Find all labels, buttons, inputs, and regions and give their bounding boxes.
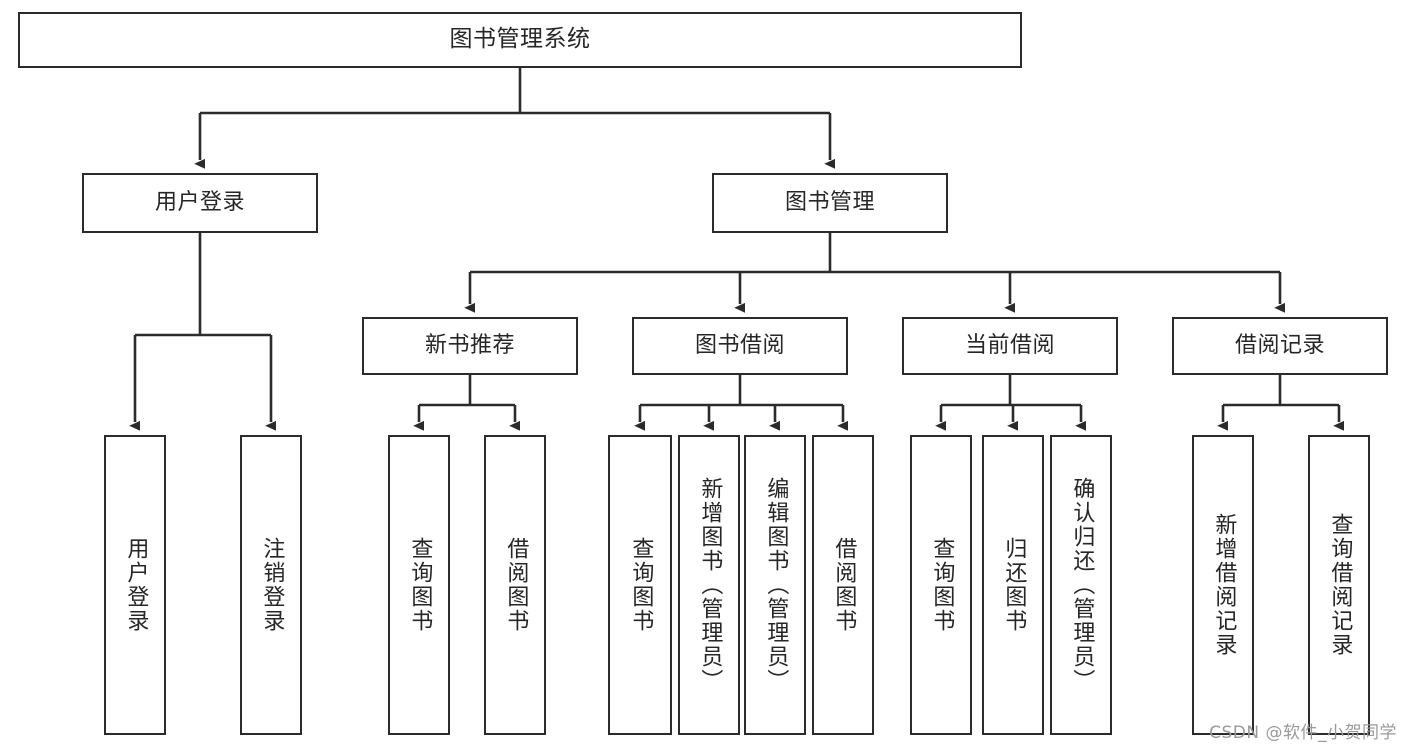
node-leaf-borrow-book[interactable]: 借阅图书 (812, 435, 874, 735)
node-leaf-add-book-admin[interactable]: 新增图书（管理员） (678, 435, 740, 735)
watermark-text: CSDN @软件_小贺同学 (1209, 723, 1397, 743)
node-leaf-borrow-book-label: 借阅图书 (831, 537, 857, 633)
node-leaf-user-login[interactable]: 用户登录 (104, 435, 166, 735)
node-level3-book-borrow[interactable]: 图书借阅 (632, 317, 848, 375)
node-leaf-borrow-book-newbook[interactable]: 借阅图书 (484, 435, 546, 735)
node-leaf-query-book-borrow-label: 查询图书 (628, 537, 654, 633)
node-leaf-user-logout-label: 注销登录 (259, 537, 285, 633)
node-level3-borrow-records-label: 借阅记录 (1234, 332, 1325, 358)
node-leaf-return-book-label: 归还图书 (1001, 537, 1027, 633)
node-root[interactable]: 图书管理系统 (18, 12, 1022, 68)
node-level2-book-management-label: 图书管理 (784, 189, 875, 215)
node-leaf-add-borrow-record-label: 新增借阅记录 (1211, 513, 1237, 657)
node-level3-current-borrow[interactable]: 当前借阅 (902, 317, 1118, 375)
node-leaf-user-login-label: 用户登录 (123, 537, 149, 633)
node-level3-book-borrow-label: 图书借阅 (694, 332, 785, 358)
node-leaf-query-book-current[interactable]: 查询图书 (910, 435, 972, 735)
node-leaf-query-book-newbook[interactable]: 查询图书 (388, 435, 450, 735)
node-level2-book-management[interactable]: 图书管理 (712, 173, 948, 233)
node-leaf-user-logout[interactable]: 注销登录 (240, 435, 302, 735)
node-level3-new-book-recommend[interactable]: 新书推荐 (362, 317, 578, 375)
node-leaf-edit-book-admin[interactable]: 编辑图书（管理员） (744, 435, 806, 735)
node-leaf-query-book-borrow[interactable]: 查询图书 (608, 435, 672, 735)
node-level2-user-login[interactable]: 用户登录 (82, 173, 318, 233)
node-level3-new-book-recommend-label: 新书推荐 (424, 332, 515, 358)
node-root-label: 图书管理系统 (449, 26, 591, 53)
node-leaf-confirm-return-admin[interactable]: 确认归还（管理员） (1050, 435, 1112, 735)
node-leaf-query-borrow-record[interactable]: 查询借阅记录 (1308, 435, 1370, 735)
node-leaf-add-borrow-record[interactable]: 新增借阅记录 (1192, 435, 1254, 735)
node-leaf-return-book[interactable]: 归还图书 (982, 435, 1044, 735)
node-leaf-query-borrow-record-label: 查询借阅记录 (1327, 513, 1353, 657)
node-leaf-edit-book-admin-label: 编辑图书（管理员） (763, 477, 789, 693)
node-leaf-query-book-current-label: 查询图书 (929, 537, 955, 633)
node-leaf-add-book-admin-label: 新增图书（管理员） (697, 477, 723, 693)
node-leaf-borrow-book-newbook-label: 借阅图书 (503, 537, 529, 633)
node-level2-user-login-label: 用户登录 (154, 189, 245, 215)
node-leaf-query-book-newbook-label: 查询图书 (407, 537, 433, 633)
node-level3-current-borrow-label: 当前借阅 (964, 332, 1055, 358)
node-leaf-confirm-return-admin-label: 确认归还（管理员） (1069, 477, 1095, 693)
node-level3-borrow-records[interactable]: 借阅记录 (1172, 317, 1388, 375)
